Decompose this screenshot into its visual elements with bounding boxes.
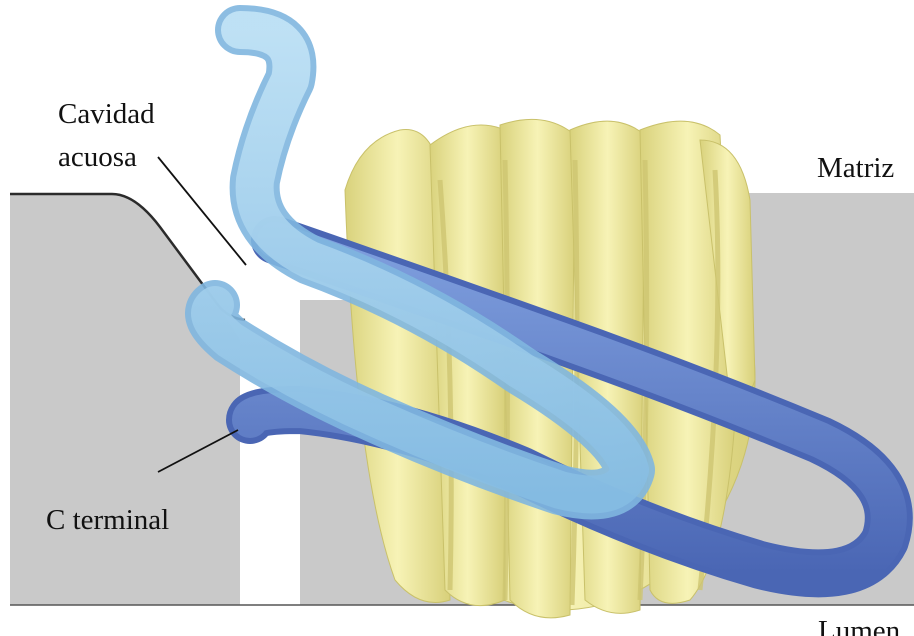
matriz-label: Matriz [817,151,894,185]
cavidad-label-line2: acuosa [58,140,137,174]
lumen-label: Lumen [818,614,900,636]
cavidad-label-line1: Cavidad [58,97,155,131]
c-terminal-label: C terminal [46,503,169,537]
membrane-region [10,195,240,605]
